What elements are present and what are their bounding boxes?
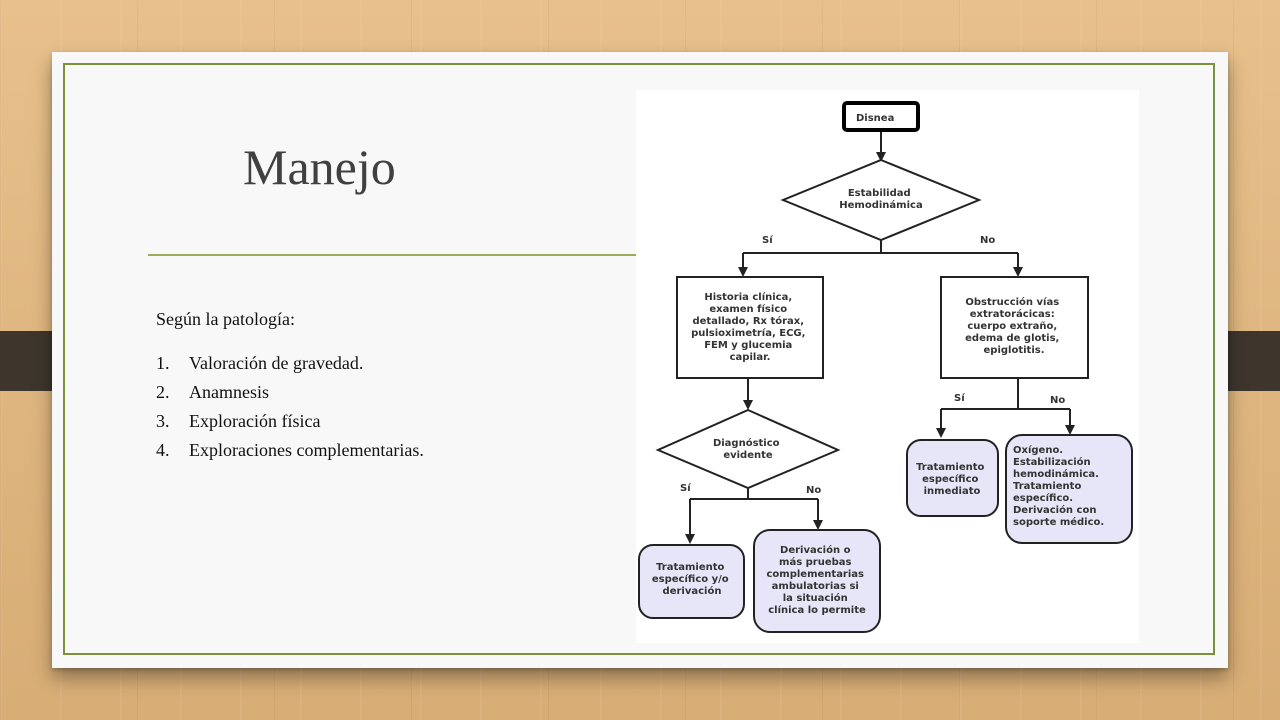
obstruction-line: extratorácicas: xyxy=(970,308,1055,320)
obstruction-box xyxy=(940,276,1089,379)
obstruction-line: edema de glotis, xyxy=(965,333,1059,344)
history-box-text: Historia clínica, examen físico detallad… xyxy=(691,291,809,363)
obstruction-line: epiglotitis. xyxy=(984,345,1045,356)
derivation-tests-line: Derivación o xyxy=(780,544,851,556)
oxygen-box xyxy=(1005,434,1133,544)
obstruction-line: cuerpo extraño, xyxy=(967,321,1057,332)
decision-stability-label: Estabilidad Hemodinámica xyxy=(839,188,922,211)
decision-diagnosis-label: Diagnóstico evidente xyxy=(713,437,783,461)
slide-title: Manejo xyxy=(243,139,396,195)
treatment-derivation-line: Tratamiento xyxy=(656,562,724,573)
derivation-tests-line: más pruebas xyxy=(779,556,851,568)
list-item-text: Valoración de gravedad. xyxy=(189,353,364,373)
branch-no-label-2: No xyxy=(806,485,821,496)
list-item-text: Exploración física xyxy=(189,411,321,431)
branch-yes-label: Sí xyxy=(762,234,773,246)
start-node xyxy=(842,101,920,132)
obstruction-line: Obstrucción vías xyxy=(965,296,1059,308)
immediate-treatment-line: Tratamiento xyxy=(916,462,984,473)
intro-text: Según la patología: xyxy=(156,309,295,329)
immediate-treatment-text: Tratamiento específico inmediato xyxy=(916,462,988,497)
list-item: 3. Exploración física xyxy=(156,410,424,433)
history-line: Historia clínica, xyxy=(704,291,792,303)
flowchart-image: Disnea Estabilidad Hemodinámica Sí No Hi… xyxy=(636,90,1139,643)
immediate-treatment-line: específico xyxy=(922,473,978,485)
treatment-derivation-line: específico y/o xyxy=(652,573,729,585)
derivation-tests-line: ambulatorias si xyxy=(772,581,859,592)
list-item: 2. Anamnesis xyxy=(156,381,424,404)
history-line: FEM y glucemia xyxy=(704,340,792,351)
list-item-number: 3. xyxy=(156,411,170,431)
list-item-number: 1. xyxy=(156,353,170,373)
oxygen-line: hemodinámica. xyxy=(1013,468,1099,480)
obstruction-box-text: Obstrucción vías extratorácicas: cuerpo … xyxy=(965,296,1063,356)
decision-diagnosis-node xyxy=(655,408,841,490)
start-label: Disnea xyxy=(856,113,894,124)
treatment-derivation-box xyxy=(638,544,745,619)
immediate-treatment-line: inmediato xyxy=(924,486,981,497)
immediate-treatment-box xyxy=(906,439,999,517)
title-rule xyxy=(148,254,636,256)
derivation-tests-line: clínica lo permite xyxy=(768,604,866,616)
oxygen-line: específico. xyxy=(1013,492,1073,504)
decision-stability-line: Hemodinámica xyxy=(839,199,922,211)
list-item-text: Anamnesis xyxy=(189,382,269,402)
list-item: 1. Valoración de gravedad. xyxy=(156,352,424,375)
oxygen-line: Oxígeno. xyxy=(1013,444,1063,456)
derivation-tests-text: Derivación o más pruebas complementarias… xyxy=(767,544,868,616)
treatment-derivation-text: Tratamiento específico y/o derivación xyxy=(652,562,732,597)
slide-body: Según la patología: 1. Valoración de grav… xyxy=(156,309,424,468)
branch-yes-label-3: Sí xyxy=(954,392,965,404)
steps-list: 1. Valoración de gravedad. 2. Anamnesis 3.… xyxy=(156,352,424,462)
derivation-tests-box xyxy=(753,529,881,633)
history-line: pulsioximetría, ECG, xyxy=(691,327,805,339)
oxygen-line: soporte médico. xyxy=(1013,516,1104,528)
branch-no-label: No xyxy=(980,235,995,246)
branch-no-label-3: No xyxy=(1050,395,1065,406)
oxygen-line: Estabilización xyxy=(1013,456,1091,468)
history-line: capilar. xyxy=(730,352,771,363)
treatment-derivation-line: derivación xyxy=(663,585,722,597)
decision-diagnosis-line: evidente xyxy=(723,450,773,461)
oxygen-line: Derivación con xyxy=(1013,504,1096,516)
list-item-text: Exploraciones complementarias. xyxy=(189,440,424,460)
list-item-number: 2. xyxy=(156,382,170,402)
list-item-number: 4. xyxy=(156,440,170,460)
list-item: 4. Exploraciones complementarias. xyxy=(156,439,424,462)
derivation-tests-line: la situación xyxy=(783,592,848,604)
oxygen-line: Tratamiento xyxy=(1013,481,1081,492)
branch-yes-label-2: Sí xyxy=(680,482,691,494)
slide-frame xyxy=(63,63,1215,655)
derivation-tests-line: complementarias xyxy=(767,569,865,580)
oxygen-text: Oxígeno. Estabilización hemodinámica. Tr… xyxy=(1013,444,1104,528)
decision-stability-line: Estabilidad xyxy=(848,188,911,199)
history-box xyxy=(676,276,824,379)
flowchart-svg: Disnea Estabilidad Hemodinámica Sí No Hi… xyxy=(638,101,1133,633)
history-line: detallado, Rx tórax, xyxy=(692,315,804,327)
decision-diagnosis-line: Diagnóstico xyxy=(713,437,780,449)
history-line: examen físico xyxy=(709,303,787,315)
